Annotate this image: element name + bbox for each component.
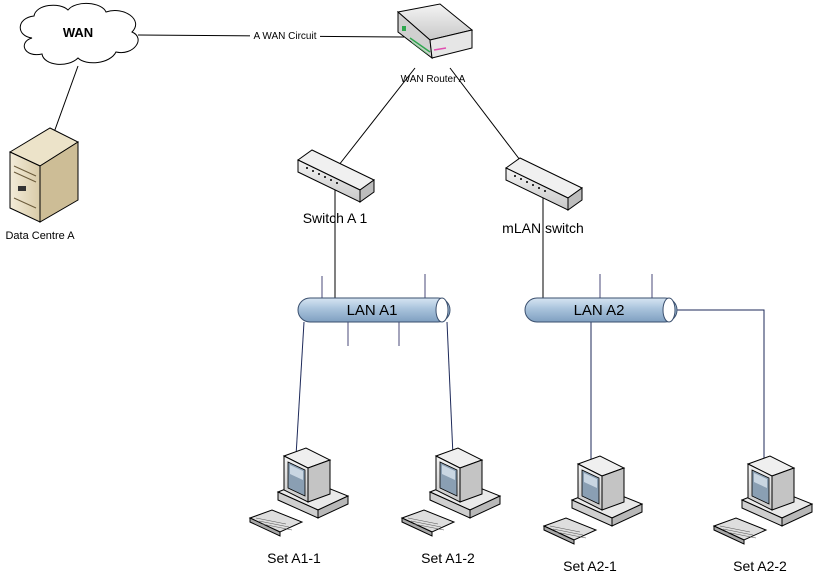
mlan-switch-label: mLAN switch	[502, 220, 584, 236]
computer-icon	[712, 455, 814, 545]
server-icon	[8, 127, 80, 223]
wan-router[interactable]: WAN Router A	[396, 3, 474, 85]
lan-a2-bus[interactable]: LAN A2	[524, 297, 678, 323]
router-to-switch-a1-link	[334, 67, 416, 171]
workstation-set-3[interactable]: Set A2-1	[542, 455, 644, 574]
lan-a1-bus[interactable]: LAN A1	[297, 297, 451, 323]
wan-circuit-label-group: A WAN Circuit	[250, 29, 320, 42]
set-label: Set A2-1	[563, 558, 617, 574]
cloud-to-datacentre-link	[51, 65, 79, 139]
wan-cloud[interactable]: WAN	[19, 3, 139, 65]
lan-a2-stubs	[599, 274, 653, 298]
set-label: Set A1-1	[267, 550, 321, 566]
lan-a1-to-set-a1-2-link	[446, 321, 454, 457]
wan-circuit-label: A WAN Circuit	[254, 31, 317, 42]
wan-cloud-label: WAN	[63, 25, 93, 40]
lan-a1-label: LAN A1	[347, 302, 398, 319]
router-label: WAN Router A	[401, 74, 466, 85]
set-label: Set A1-2	[421, 550, 475, 566]
switch-icon	[297, 149, 375, 203]
router-icon	[396, 3, 474, 60]
data-centre-server[interactable]: Data Centre A	[5, 127, 80, 242]
lan-a2-to-set-a2-2-link	[676, 309, 765, 468]
set-label: Set A2-2	[733, 558, 787, 574]
lan-a1-stubs	[321, 274, 426, 346]
computer-icon	[542, 455, 644, 545]
lan-a1-to-set-a1-1-link	[295, 321, 305, 457]
workstation-set-1[interactable]: Set A1-1	[248, 447, 350, 566]
router-to-mlan-switch-link	[449, 67, 521, 161]
computer-icon	[400, 447, 502, 537]
switch-a1[interactable]: Switch A 1	[297, 149, 375, 226]
workstation-set-2[interactable]: Set A1-2	[400, 447, 502, 566]
computer-icon	[248, 447, 350, 537]
mlan-switch[interactable]: mLAN switch	[502, 157, 584, 236]
switch-icon	[505, 157, 583, 211]
datacentre-label: Data Centre A	[5, 230, 75, 242]
switch-a1-label: Switch A 1	[303, 210, 368, 226]
lan-a2-label: LAN A2	[574, 302, 625, 319]
workstation-set-4[interactable]: Set A2-2	[712, 455, 814, 574]
